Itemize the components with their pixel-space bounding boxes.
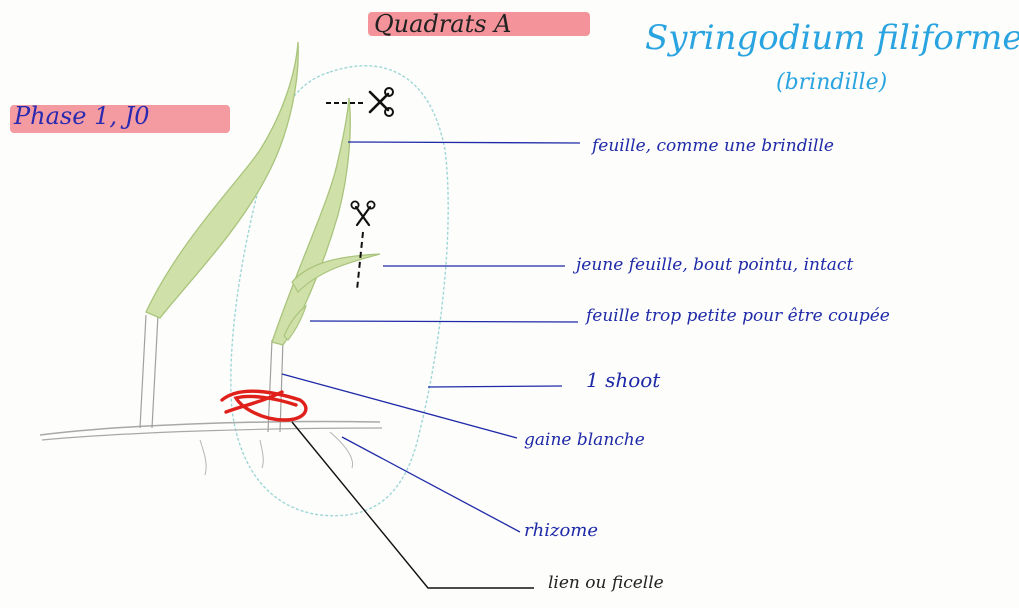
label-small-leaf: feuille trop petite pour être coupée: [586, 306, 890, 326]
quadrat-outline: [231, 66, 448, 516]
species-common-name: (brindille): [776, 70, 887, 95]
cut-line-middle: [357, 232, 363, 290]
label-sheath: gaine blanche: [524, 430, 645, 450]
quadrat-title: Quadrats A: [374, 10, 512, 38]
leader-rhizome: [342, 437, 520, 532]
leader-leaf: [348, 142, 580, 143]
species-title: Syringodium filiforme: [645, 18, 1019, 58]
red-tie: [222, 391, 306, 420]
label-rhizome: rhizome: [524, 520, 598, 541]
phase-label: Phase 1, J0: [14, 102, 149, 130]
leader-small-leaf: [310, 321, 578, 322]
scissors-icon: [370, 88, 393, 116]
leader-tie: [292, 422, 534, 588]
label-tie: lien ou ficelle: [548, 573, 664, 593]
label-leaf: feuille, comme une brindille: [592, 136, 834, 156]
leader-shoot: [428, 386, 562, 387]
scissors-icon: [351, 201, 374, 225]
label-young-leaf: jeune feuille, bout pointu, intact: [576, 255, 853, 275]
label-shoot: 1 shoot: [586, 368, 660, 392]
left-leaf: [146, 42, 298, 318]
left-shoot-stem: [140, 315, 158, 428]
